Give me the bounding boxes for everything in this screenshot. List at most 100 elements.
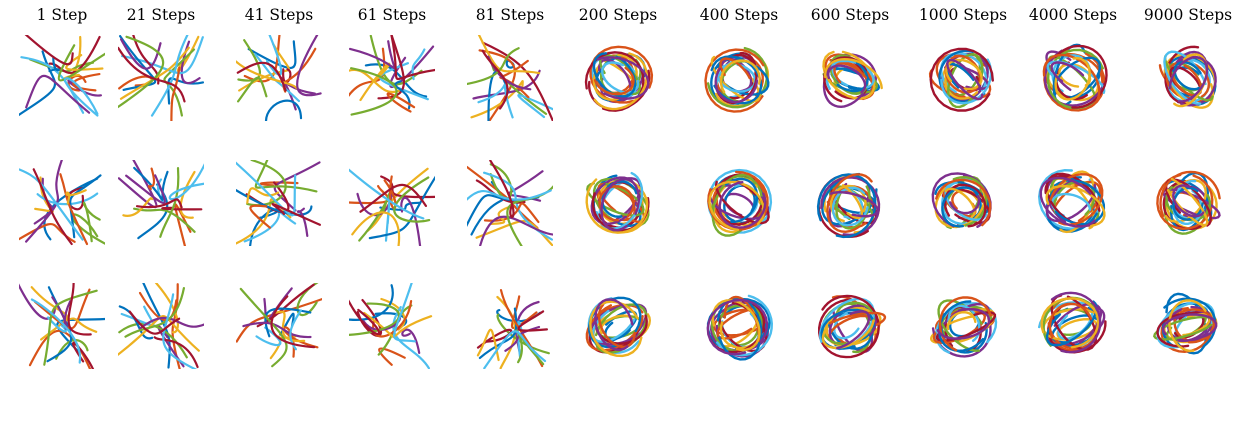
panel-row1-col7: [704, 46, 770, 113]
trajectory-curve: [364, 63, 428, 98]
trajectory-curve: [585, 178, 649, 234]
trajectory-curve: [517, 94, 553, 119]
trajectory-curve: [1048, 302, 1093, 339]
panel-row2-col3: [236, 160, 321, 246]
trajectory-curve: [826, 173, 873, 234]
trajectory-curve: [392, 306, 430, 369]
column-title-21: 21 Steps: [126, 6, 196, 24]
trajectory-curve: [24, 35, 74, 66]
trajectory-curve: [823, 57, 883, 90]
panel-row3-col9: [929, 296, 998, 358]
trajectory-curve: [597, 303, 636, 349]
trajectory-curve: [475, 220, 553, 246]
trajectory-curve: [517, 310, 548, 332]
trajectory-curve: [133, 207, 196, 233]
trajectory-curve: [237, 76, 268, 103]
trajectory-curve: [935, 178, 992, 227]
trajectory-curve: [1161, 313, 1218, 340]
trajectory-curve: [1042, 53, 1101, 108]
trajectory-curve: [48, 57, 60, 73]
trajectory-curve: [711, 173, 757, 237]
trajectory-curve: [590, 176, 637, 226]
trajectory-curve: [349, 40, 396, 70]
trajectory-curve: [389, 45, 435, 89]
trajectory-curve: [499, 59, 530, 99]
trajectory-curve: [118, 35, 165, 109]
panel-row3-col6: [585, 296, 652, 358]
trajectory-curve: [719, 57, 751, 80]
trajectory-curve: [401, 328, 421, 354]
panel-row2-col6: [585, 171, 650, 234]
trajectory-curve: [1040, 297, 1100, 349]
trajectory-curve: [833, 62, 868, 84]
trajectory-curve: [128, 310, 181, 335]
panel-row2-col9: [931, 172, 992, 230]
trajectory-curve: [238, 42, 290, 92]
trajectory-curve: [1163, 297, 1217, 348]
trajectory-curve: [1172, 184, 1205, 218]
trajectory-curve: [714, 67, 759, 104]
trajectory-curve: [159, 167, 180, 238]
trajectory-curve: [944, 187, 976, 218]
panel-row1-col5: [467, 35, 553, 121]
trajectory-curve: [600, 177, 640, 232]
trajectory-curve: [716, 307, 756, 340]
trajectory-curve: [719, 59, 761, 94]
column-title-400: 400 Steps: [699, 6, 779, 24]
panel-row1-col9: [928, 47, 994, 112]
panel-row2-col10: [1037, 168, 1106, 234]
trajectory-curve: [1045, 178, 1097, 223]
panel-row3-col5: [476, 289, 550, 369]
trajectory-curve: [368, 175, 435, 240]
panel-row1-col6: [584, 45, 654, 112]
trajectory-curve: [827, 64, 867, 94]
trajectory-curve: [724, 192, 756, 217]
panel-row2-col1: [19, 160, 105, 246]
trajectory-curve: [351, 211, 401, 246]
trajectory-curve: [30, 298, 81, 364]
trajectory-curve: [119, 46, 190, 100]
trajectory-curve: [595, 54, 635, 95]
trajectory-curve: [162, 293, 198, 369]
panel-row3-col10: [1038, 291, 1107, 354]
trajectory-curve: [489, 160, 515, 219]
trajectory-curve: [379, 201, 421, 211]
trajectory-curve: [483, 330, 547, 369]
trajectory-curve: [296, 207, 309, 237]
trajectory-curve: [350, 67, 398, 116]
trajectory-curve: [247, 40, 297, 70]
trajectory-curve: [270, 295, 316, 349]
trajectory-curve: [706, 298, 769, 356]
trajectory-curve: [1050, 61, 1085, 83]
trajectory-curve: [598, 185, 635, 222]
column-title-200: 200 Steps: [578, 6, 658, 24]
trajectory-curve: [273, 310, 306, 343]
trajectory-curve: [124, 287, 185, 338]
trajectory-curve: [467, 47, 520, 85]
trajectory-curve: [82, 201, 101, 243]
trajectory-curve: [828, 304, 878, 345]
trajectory-curve: [246, 187, 280, 204]
column-title-4000: 4000 Steps: [1028, 6, 1118, 24]
trajectory-curve: [349, 299, 380, 335]
trajectory-curve: [714, 54, 758, 105]
trajectory-curve: [470, 80, 524, 119]
trajectory-curve: [118, 315, 200, 356]
trajectory-curve: [595, 314, 648, 345]
trajectory-curve: [349, 168, 425, 220]
trajectory-curve: [1163, 50, 1207, 105]
trajectory-curve: [833, 302, 872, 354]
trajectory-curve: [467, 189, 552, 201]
trajectory-curve: [718, 181, 767, 229]
trajectory-curve: [929, 47, 994, 112]
panel-row1-col2: [118, 35, 204, 121]
trajectory-curve: [1179, 308, 1216, 344]
trajectory-curve: [118, 305, 154, 340]
trajectory-curve: [949, 194, 981, 215]
trajectory-curve: [711, 299, 761, 352]
column-title-1000: 1000 Steps: [918, 6, 1008, 24]
trajectory-curve: [168, 162, 204, 201]
trajectory-curve: [489, 205, 511, 225]
trajectory-curve: [478, 49, 516, 121]
